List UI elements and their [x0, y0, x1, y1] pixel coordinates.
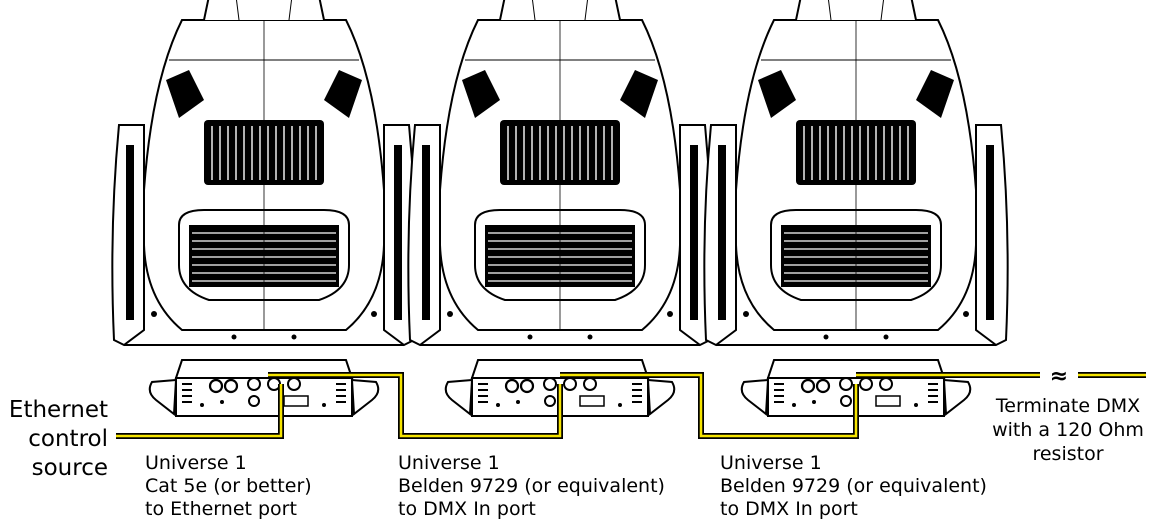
fixture-2: [407, 0, 713, 418]
ethernet-control-source-label: Ethernet control source: [8, 397, 108, 481]
fixture-3: [703, 0, 1009, 418]
fixture-1: [111, 0, 417, 418]
termination-label: Terminate DMX with a 120 Ohm resistor: [992, 395, 1144, 465]
dmx-cable-1: [268, 372, 563, 439]
dmx-cable-2: [560, 372, 859, 439]
fixture-2-caption: Universe 1 Belden 9729 (or equivalent) t…: [398, 452, 665, 520]
fixture-3-caption: Universe 1 Belden 9729 (or equivalent) t…: [720, 452, 987, 520]
fixture-1-caption: Universe 1 Cat 5e (or better) to Etherne…: [145, 452, 312, 520]
cable-break-symbol: ≈: [1050, 364, 1068, 389]
ethernet-cable: [116, 384, 284, 439]
